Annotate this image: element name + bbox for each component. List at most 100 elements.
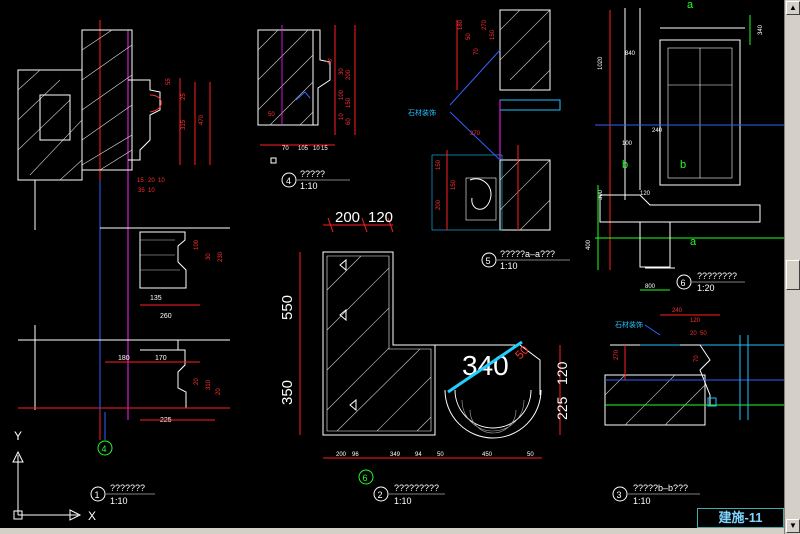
svg-text:70: 70: [282, 146, 289, 152]
detail-1-title: ???????: [110, 483, 145, 493]
scroll-down-button[interactable]: ▼: [786, 519, 800, 533]
svg-text:a: a: [690, 236, 697, 248]
scroll-thumb[interactable]: [786, 260, 800, 290]
svg-text:120: 120: [554, 361, 570, 385]
horizontal-scrollbar[interactable]: [0, 528, 784, 534]
svg-text:70: 70: [474, 48, 480, 55]
svg-text:105: 105: [298, 146, 309, 152]
ucs-icon: Y X: [12, 429, 96, 523]
svg-text:30: 30: [206, 253, 212, 260]
svg-text:120: 120: [640, 191, 651, 197]
svg-text:20: 20: [148, 178, 155, 184]
detail-5-title: ?????a–a???: [500, 249, 555, 259]
plan-left-dims: 550 350: [279, 295, 296, 405]
svg-text:120: 120: [690, 318, 701, 324]
svg-text:240: 240: [672, 308, 683, 314]
svg-text:800: 800: [645, 284, 656, 290]
svg-text:96: 96: [352, 452, 359, 458]
svg-text:310: 310: [206, 379, 212, 390]
detail-5-drawing: 石材装饰 180 50 70 270 150 270 150 200 150 5…: [408, 9, 570, 271]
svg-text:340: 340: [758, 24, 764, 35]
svg-text:55: 55: [166, 78, 172, 85]
svg-text:35: 35: [138, 188, 145, 194]
svg-text:150: 150: [490, 29, 496, 40]
svg-text:840: 840: [625, 51, 636, 57]
plan-top-dims: 200 120: [335, 209, 393, 226]
svg-text:450: 450: [482, 452, 493, 458]
svg-text:100: 100: [339, 89, 345, 100]
detail-5-scale: 1:10: [500, 261, 518, 271]
svg-text:20: 20: [194, 378, 200, 385]
detail-1-label: 1 ??????? 1:10: [90, 483, 155, 506]
detail-4-scale: 1:10: [300, 181, 318, 191]
svg-text:180: 180: [458, 19, 464, 30]
axis-marker-6-label: 6: [363, 473, 368, 483]
axis-marker-6: [358, 469, 374, 485]
svg-text:300: 300: [598, 189, 604, 200]
svg-text:470: 470: [199, 114, 205, 125]
svg-text:170: 170: [155, 355, 167, 362]
svg-text:1: 1: [95, 490, 100, 500]
svg-text:100: 100: [622, 141, 633, 147]
svg-text:50: 50: [268, 112, 275, 118]
svg-text:120: 120: [368, 209, 393, 226]
svg-text:50: 50: [466, 33, 472, 40]
svg-text:20: 20: [216, 388, 222, 395]
svg-text:10: 10: [158, 178, 165, 184]
svg-text:15: 15: [137, 178, 144, 184]
sheet-title: 建施-11: [697, 508, 784, 528]
svg-text:b: b: [622, 159, 628, 171]
svg-text:349: 349: [390, 452, 401, 458]
svg-text:150: 150: [436, 159, 442, 170]
svg-text:2: 2: [378, 490, 383, 500]
detail-6-number: 6: [681, 278, 686, 288]
svg-text:270: 270: [482, 19, 488, 30]
svg-text:230: 230: [218, 251, 224, 262]
svg-text:200: 200: [346, 69, 352, 80]
scroll-up-button[interactable]: ▲: [786, 1, 800, 15]
svg-text:10: 10: [148, 188, 155, 194]
vertical-scrollbar[interactable]: ▲ ▼: [784, 0, 800, 534]
svg-text:135: 135: [150, 295, 162, 302]
axis-marker-4-label: 4: [102, 444, 107, 454]
detail-2-scale: 1:10: [394, 496, 412, 506]
svg-text:200: 200: [336, 452, 347, 458]
svg-text:200: 200: [335, 209, 360, 226]
detail-2-title: ?????????: [394, 483, 439, 493]
detail-6-title: ????????: [697, 271, 737, 281]
svg-text:94: 94: [415, 452, 422, 458]
svg-text:550: 550: [279, 295, 296, 320]
svg-text:50: 50: [527, 452, 534, 458]
detail-4-title: ?????: [300, 169, 325, 179]
svg-text:100: 100: [194, 239, 200, 250]
svg-text:200: 200: [436, 199, 442, 210]
svg-text:30: 30: [339, 68, 345, 75]
svg-text:350: 350: [279, 380, 296, 405]
stone-finish-label: 石材装饰: [408, 108, 436, 117]
detail-1-scale: 1:10: [110, 496, 128, 506]
ucs-x-label: X: [88, 509, 96, 523]
detail-3-number: 3: [617, 490, 622, 500]
detail-6-dims: 1020 840 240 100 120 300 400 800 340: [586, 24, 764, 290]
svg-text:180: 180: [118, 355, 130, 362]
svg-text:50: 50: [700, 331, 707, 337]
svg-text:15: 15: [325, 57, 334, 66]
detail-5-number: 5: [486, 256, 491, 266]
svg-text:60: 60: [346, 118, 352, 125]
axis-marker-4: [97, 440, 113, 456]
stone-finish-label-2: 石材装饰: [615, 320, 643, 329]
svg-text:20: 20: [690, 331, 697, 337]
svg-text:240: 240: [652, 128, 663, 134]
detail-6-drawing: b b a a 1020 840 240 100 120 300 400 800…: [586, 0, 784, 293]
svg-text:15: 15: [321, 146, 328, 152]
detail-4-dims: 15 30 100 200 150 60 10 50: [268, 57, 352, 125]
detail-4-drawing: 15 30 100 200 150 60 10 50 70 105 10 15 …: [257, 25, 356, 191]
svg-text:225: 225: [554, 396, 570, 420]
svg-text:b: b: [680, 159, 686, 171]
